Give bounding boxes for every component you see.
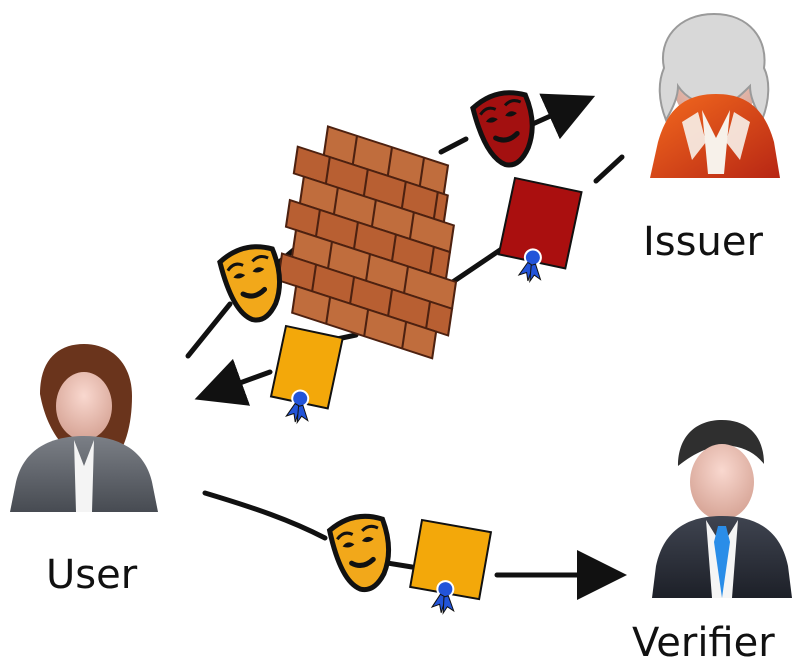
issuer-icon (650, 12, 780, 178)
mask-orange-lower-icon (326, 513, 392, 593)
mask-red-icon (470, 90, 535, 168)
verifier-label: Verifier (632, 620, 775, 661)
issuer-label: Issuer (643, 219, 763, 265)
user-icon (10, 344, 158, 512)
verification-line (202, 490, 627, 600)
credential-orange-upper-icon (269, 324, 344, 425)
mask-orange-upper-icon (217, 244, 283, 323)
credential-red-icon (497, 176, 583, 284)
verifier-icon (652, 420, 792, 598)
brick-wall (276, 125, 458, 360)
credential-orange-lower-icon (409, 518, 493, 615)
user-label: User (46, 552, 138, 598)
